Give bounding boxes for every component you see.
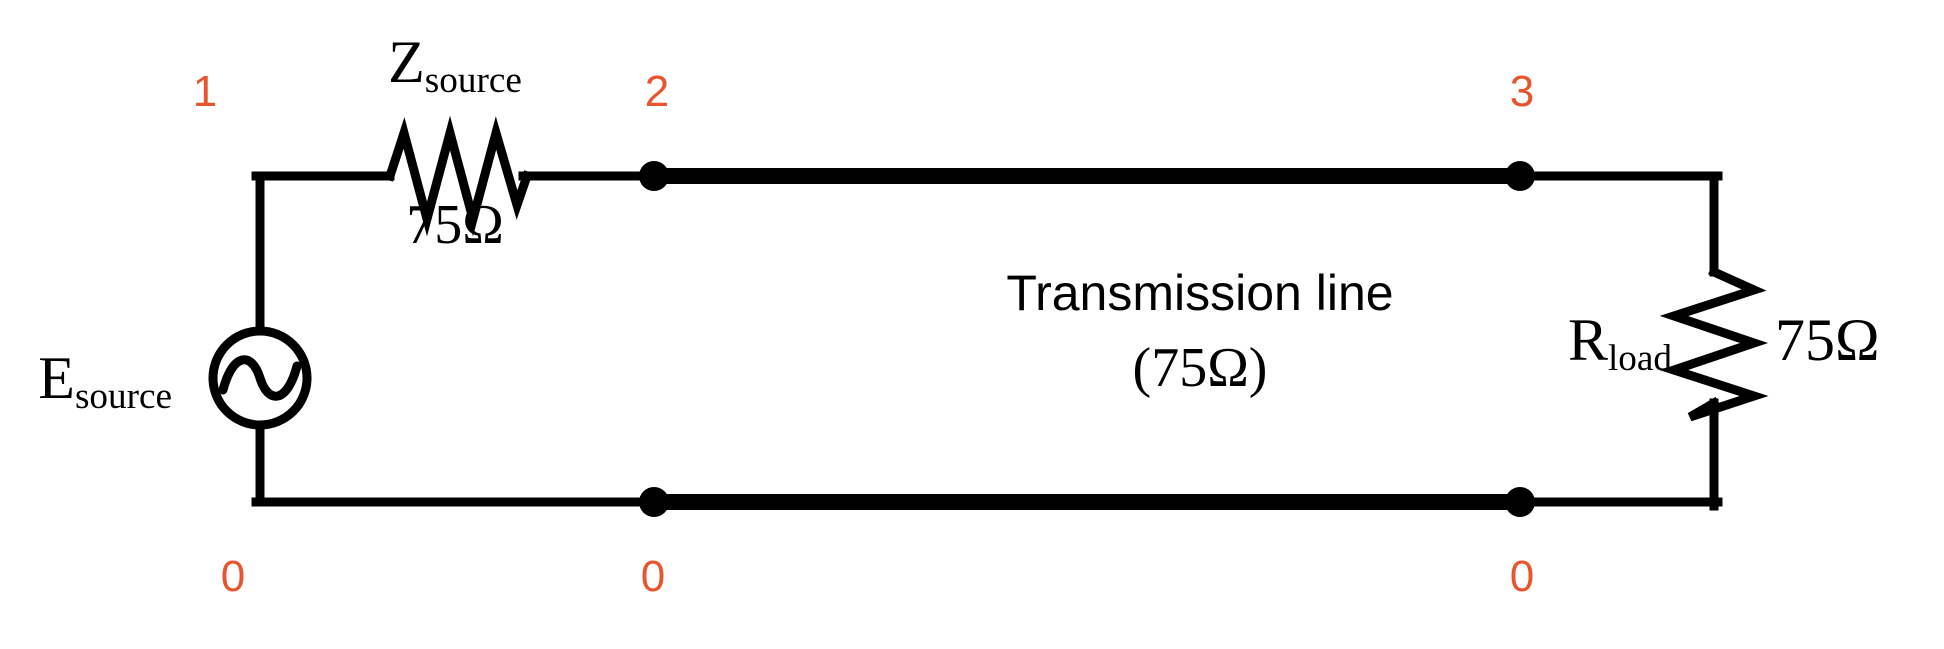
load-label-subscript: load	[1607, 337, 1672, 379]
source-impedance-value: 75Ω	[406, 194, 504, 256]
load-value: 75Ω	[1775, 307, 1880, 373]
junction-dot-node3	[1505, 161, 1535, 191]
source-impedance-symbol: Z	[388, 29, 425, 95]
node-label-0-mid: 0	[640, 552, 666, 601]
node-label-2: 2	[644, 67, 670, 116]
node-label-1: 1	[192, 67, 218, 116]
load-label: Rload	[1567, 307, 1672, 377]
node-label-0-left: 0	[220, 552, 246, 601]
junction-dot-node0-right	[1505, 487, 1535, 517]
source-label: Esource	[38, 345, 172, 415]
load-label-symbol: R	[1567, 307, 1608, 373]
node-label-0-right: 0	[1509, 552, 1535, 601]
source-label-subscript: source	[74, 375, 172, 417]
transmission-line-impedance: (75Ω)	[1132, 337, 1268, 399]
source-resistor-symbol	[384, 115, 533, 237]
source-label-symbol: E	[38, 345, 75, 411]
transmission-line-label: Transmission line	[1006, 265, 1394, 321]
source-impedance-subscript: source	[424, 59, 522, 101]
load-resistor-symbol	[1659, 266, 1769, 422]
node-label-3: 3	[1509, 67, 1535, 116]
junction-dot-node0-mid	[639, 487, 669, 517]
source-impedance-label: Zsource	[388, 29, 522, 99]
ac-source-sine-icon	[218, 355, 302, 401]
junction-dot-node2	[639, 161, 669, 191]
